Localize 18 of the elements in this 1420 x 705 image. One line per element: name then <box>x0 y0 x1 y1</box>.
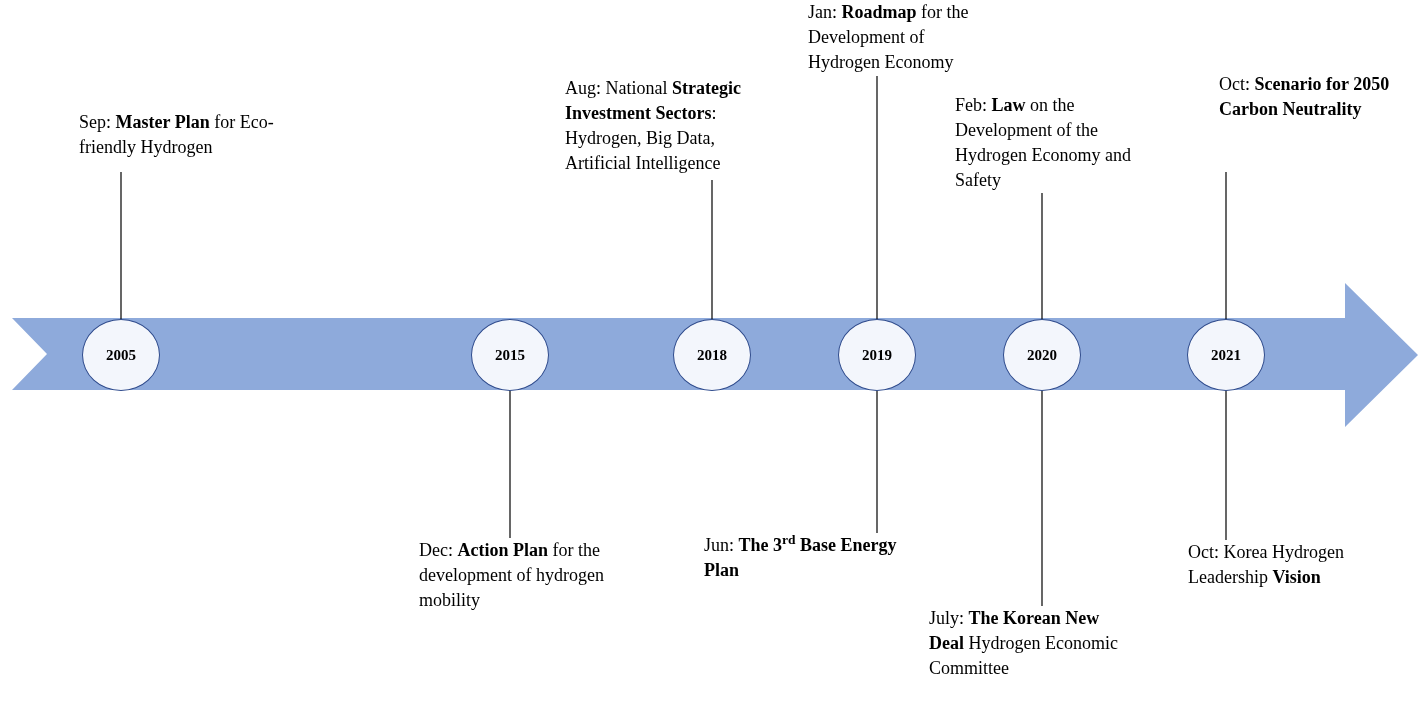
connector-line <box>1041 192 1043 320</box>
event-text: Oct: Korea Hydrogen Leadership Vision <box>1188 540 1388 592</box>
connector-line <box>711 179 713 320</box>
event-text: Feb: Law on the Development of the Hydrogen Economy and Safety <box>955 93 1173 193</box>
event-text: Oct: Scenario for 2050 Carbon Neutrality <box>1219 72 1418 172</box>
connector-line <box>509 390 511 539</box>
connector-line <box>120 171 122 320</box>
event-text: Dec: Action Plan for the development of hydrogen mobility <box>419 538 624 613</box>
connector-line <box>1041 390 1043 607</box>
event-text: Sep: Master Plan for Eco-friendly Hydrogen <box>79 110 311 172</box>
connector-line <box>876 75 878 320</box>
connector-line <box>876 390 878 534</box>
event-text: July: The Korean New Deal Hydrogen Economic Committee <box>929 606 1125 705</box>
event-text: Jan: Roadmap for the Development of Hydrogen Economy <box>808 0 980 76</box>
connector-line <box>1225 171 1227 320</box>
event-text: Aug: National Strategic Investment Sectors: Hydrogen, Big Data, Artificial Intelligence <box>565 76 777 180</box>
connector-line <box>1225 390 1227 541</box>
event-text: Jun: The 3$^{rd}$ Base Energy Plan <box>704 533 926 585</box>
